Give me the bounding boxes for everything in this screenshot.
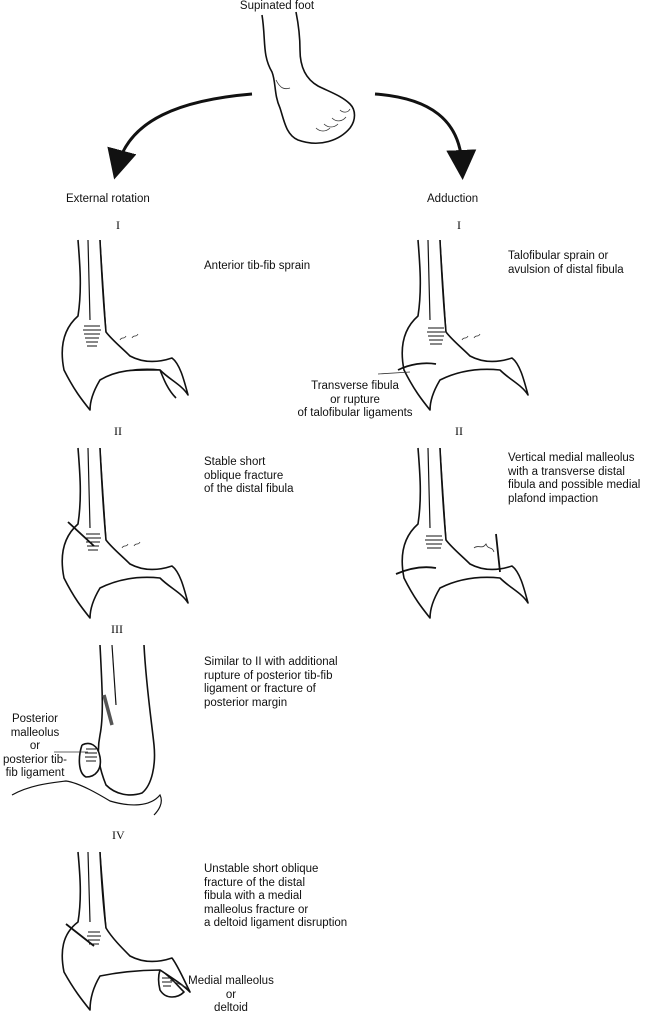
branch-label-adduction: Adduction: [427, 193, 479, 205]
arrow-external-rotation: [107, 92, 253, 180]
arrow-adduction: [374, 92, 477, 180]
stage-numeral-ad1: I: [457, 218, 461, 232]
leader-transverse-fibula: [377, 371, 411, 375]
ankle-figure-ad1: [397, 239, 529, 411]
stage-numeral-er2: II: [114, 424, 122, 438]
stage-caption-er4: Unstable short oblique fracture of the d…: [204, 863, 348, 929]
stage-numeral-er3: III: [111, 622, 123, 636]
ankle-figure-er2: [61, 447, 189, 619]
stage-caption-er2: Stable short oblique fracture of the dis…: [204, 456, 294, 495]
diagram-title: Supinated foot: [239, 0, 315, 12]
callout-transverse-fibula: Transverse fibula or rupture of talofibu…: [297, 380, 413, 419]
ankle-figure-er4: [61, 851, 191, 1011]
callout-medial-malleolus: Medial malleolus or deltoid: [188, 975, 274, 1014]
callout-posterior-malleolus: Posterior malleolus or posterior tib- fi…: [3, 713, 67, 779]
ankle-figure-ad2: [395, 447, 529, 619]
stage-caption-ad1: Talofibular sprain or avulsion of distal…: [508, 250, 624, 276]
stage-numeral-ad2: II: [455, 424, 463, 438]
supinated-foot-illustration: [261, 11, 356, 144]
stage-caption-er1: Anterior tib-fib sprain: [204, 260, 311, 272]
leader-medial-malleolus: [169, 979, 189, 989]
stage-numeral-er1: I: [116, 218, 120, 232]
ankle-figure-er1: [61, 239, 189, 411]
branch-label-external-rotation: External rotation: [66, 193, 150, 205]
stage-caption-er3: Similar to II with additional rupture of…: [204, 656, 338, 709]
stage-caption-ad2: Vertical medial malleolus with a transve…: [508, 452, 641, 505]
stage-numeral-er4: IV: [112, 828, 125, 842]
